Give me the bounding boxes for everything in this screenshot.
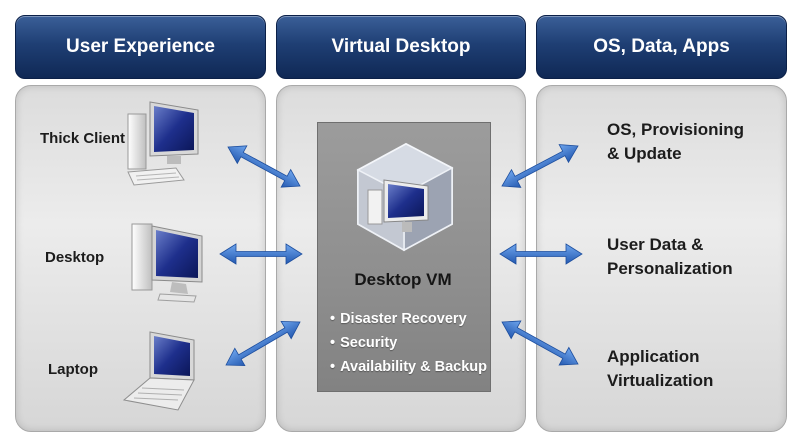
service-label-user-data: User Data & Personalization bbox=[607, 235, 733, 278]
device-label-desktop: Desktop bbox=[45, 249, 105, 266]
service-label-app-virtualization: Application Virtualization bbox=[607, 347, 714, 390]
arrow-vm-user-data bbox=[499, 243, 583, 265]
device-label-thick-client: Thick Client bbox=[40, 130, 126, 147]
vm-feature-disaster-recovery: Disaster Recovery bbox=[330, 307, 487, 331]
arrow-thick-client-vm bbox=[227, 145, 301, 188]
arrow-desktop-vm bbox=[219, 243, 303, 265]
desktop-vm-cube-icon bbox=[356, 142, 454, 252]
arrow-vm-os-provisioning bbox=[501, 144, 579, 188]
vm-feature-list: Disaster Recovery Security Availability … bbox=[330, 307, 487, 379]
arrow-vm-app-virtualization bbox=[501, 320, 579, 366]
os-data-apps-panel bbox=[536, 85, 787, 432]
desktop-pc-icon bbox=[131, 223, 203, 303]
laptop-icon bbox=[122, 331, 195, 411]
header-user-experience: User Experience bbox=[15, 15, 266, 79]
thick-client-pc-icon bbox=[127, 101, 199, 186]
header-os-data-apps: OS, Data, Apps bbox=[536, 15, 787, 79]
vm-feature-availability-backup: Availability & Backup bbox=[330, 355, 487, 379]
vm-feature-security: Security bbox=[330, 331, 487, 355]
header-virtual-desktop: Virtual Desktop bbox=[276, 15, 526, 79]
service-label-os-provisioning: OS, Provisioning & Update bbox=[607, 120, 744, 163]
arrow-laptop-vm bbox=[225, 320, 301, 367]
device-label-laptop: Laptop bbox=[48, 361, 98, 378]
desktop-vm-title: Desktop VM bbox=[354, 270, 452, 289]
